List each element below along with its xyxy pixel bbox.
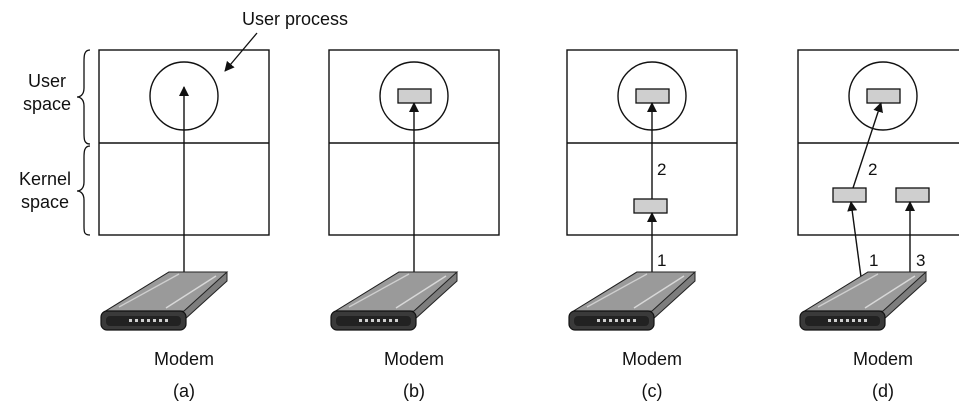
user-space-line-2: space bbox=[23, 94, 71, 114]
modem-icon bbox=[330, 271, 458, 331]
user-buffer bbox=[635, 88, 670, 104]
arrow-1-label: 1 bbox=[657, 251, 666, 270]
kernel-space-brace bbox=[76, 145, 91, 236]
user-space-label: User space bbox=[23, 71, 71, 114]
modem-icon bbox=[100, 271, 228, 331]
arrow-2-label: 2 bbox=[657, 160, 666, 179]
modem-label: Modem bbox=[622, 349, 682, 369]
kernel-buffer-2 bbox=[895, 187, 930, 203]
panel-c: 1 2 Modem (c) bbox=[566, 49, 738, 401]
panel-caption: (b) bbox=[403, 381, 425, 401]
panel-d: 1 2 3 Modem (d) bbox=[797, 49, 959, 401]
panel-a: Modem (a) bbox=[98, 49, 270, 401]
modem-icon bbox=[568, 271, 696, 331]
modem-label: Modem bbox=[154, 349, 214, 369]
user-process-pointer bbox=[224, 32, 258, 72]
user-process-label: User process bbox=[242, 9, 348, 29]
panel-caption: (a) bbox=[173, 381, 195, 401]
user-space-line-1: User bbox=[28, 71, 66, 91]
panel-b: Modem (b) bbox=[328, 49, 500, 401]
user-space-brace bbox=[76, 49, 91, 145]
kernel-buffer bbox=[633, 198, 668, 214]
modem-label: Modem bbox=[384, 349, 444, 369]
kernel-space-line-1: Kernel bbox=[19, 169, 71, 189]
user-buffer bbox=[397, 88, 432, 104]
modem-label: Modem bbox=[853, 349, 913, 369]
arrow-1-label: 1 bbox=[869, 251, 878, 270]
arrow-2-label: 2 bbox=[868, 160, 877, 179]
kernel-space-label: Kernel space bbox=[19, 169, 71, 212]
arrow-3-label: 3 bbox=[916, 251, 925, 270]
panel-caption: (d) bbox=[872, 381, 894, 401]
kernel-space-line-2: space bbox=[21, 192, 69, 212]
user-process-circle bbox=[848, 61, 918, 131]
modem-icon bbox=[799, 271, 927, 331]
kernel-buffer-1 bbox=[832, 187, 867, 203]
panel-caption: (c) bbox=[642, 381, 663, 401]
arrow-2 bbox=[852, 102, 883, 189]
user-buffer bbox=[866, 88, 901, 104]
